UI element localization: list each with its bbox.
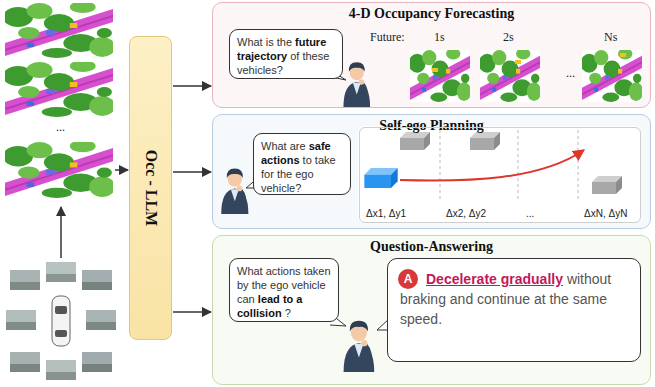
future-occupancy: [581, 48, 643, 102]
answer-text: Decelerate gradually: [426, 271, 563, 287]
camera-views: [10, 364, 40, 372]
task-panel: Question-AnsweringWhat actions taken by …: [212, 235, 651, 385]
person-icons: [344, 321, 375, 372]
connector-arrow: [173, 85, 211, 87]
panel-fills: [213, 3, 651, 108]
person-icons: [343, 62, 370, 107]
task-panel: 4-D Occupancy ForecastingWhat is thefutu…: [212, 2, 651, 108]
future-occupancy: [515, 60, 521, 64]
planning-scene: [592, 176, 622, 194]
figure-label: Ns: [604, 30, 617, 45]
figure-label: ...: [566, 66, 575, 81]
camera-views: [6, 322, 36, 330]
answer-body: Decelerate graduallywithout braking and …: [400, 269, 628, 329]
camera-views: [46, 274, 76, 282]
occupancy-inputs: [3, 1, 115, 58]
planning-scene: [400, 132, 430, 150]
camera-views: [46, 360, 76, 380]
question-text: What is the: [237, 36, 292, 48]
step-offset: Δx1, Δy1: [366, 208, 406, 219]
camera-views: [82, 352, 112, 372]
camera-views: [86, 322, 116, 330]
planning-scene: [364, 168, 397, 188]
input-arrows: [60, 207, 62, 258]
question-bubble: What is thefuture trajectoryof these veh…: [229, 29, 343, 79]
planning-scene: [518, 130, 519, 200]
camera-views: [82, 282, 112, 290]
camera-views: [46, 262, 76, 282]
camera-views: [82, 364, 112, 372]
connector-arrow: [173, 311, 211, 313]
future-occupancy: [409, 48, 643, 102]
panel-title: Question-Answering: [213, 239, 650, 255]
panel-title: 4-D Occupancy Forecasting: [213, 6, 650, 22]
panel-fills: [213, 236, 651, 385]
future-occupancy: [620, 53, 626, 57]
planning-scene: [470, 132, 500, 150]
question-text: What are: [261, 140, 306, 152]
figure-label: 2s: [503, 30, 514, 45]
person-icons: [221, 168, 248, 214]
planning-scene: [578, 130, 579, 200]
occupancy-inputs: [3, 60, 115, 117]
planning-scene: [364, 130, 622, 200]
input-arrows: [115, 169, 128, 171]
future-occupancy: [479, 48, 541, 102]
input-arrows: [61, 170, 128, 258]
occupancy-inputs: [3, 140, 115, 198]
occupancy-inputs: [3, 1, 115, 198]
task-panel: Self-ego PlanningWhat aresafe actionsto …: [212, 114, 651, 229]
camera-views: [46, 372, 76, 380]
planning-scene: [440, 130, 578, 200]
camera-views: [86, 310, 116, 330]
figure-label: ...: [56, 120, 65, 135]
planning-scene: [400, 150, 584, 181]
question-bubble: What aresafe actionsto take for the ego …: [253, 133, 351, 195]
camera-views: [52, 296, 70, 346]
question-text: ?: [285, 307, 291, 319]
camera-views: [6, 310, 36, 330]
answer-bubble: Decelerate graduallywithout braking and …: [387, 258, 641, 362]
planning-scene: [440, 130, 441, 200]
panel-fills: [358, 126, 640, 222]
camera-views: [6, 262, 116, 380]
figure-label: 1s: [434, 30, 445, 45]
trajectory-box: Δx1, Δy1 Δx2, Δy2... ΔxN, ΔyN: [359, 127, 641, 223]
step-offset: ΔxN, ΔyN: [584, 208, 627, 219]
answer-badge: A: [398, 269, 418, 289]
person-icons: [221, 62, 374, 372]
future-occupancy: [432, 68, 438, 72]
model-box: Occ - LLM: [129, 36, 172, 340]
question-bubble: What actions taken by the ego vehicle ca…: [229, 258, 339, 322]
model-name: Occ - LLM: [142, 150, 160, 226]
camera-views: [55, 330, 67, 337]
badge-letter: A: [404, 272, 413, 286]
camera-views: [10, 270, 40, 290]
camera-views: [82, 270, 112, 290]
panel-title: Self-ego Planning: [213, 118, 650, 134]
camera-views: [10, 282, 40, 290]
camera-views: [55, 306, 67, 314]
step-offset: ...: [526, 208, 534, 219]
future-occupancy: [409, 48, 471, 102]
step-offset: Δx2, Δy2: [446, 208, 486, 219]
panel-fills: [213, 115, 651, 229]
panel-fills: [213, 3, 651, 385]
connector-arrow: [173, 171, 211, 173]
figure-label: Future:: [370, 30, 405, 45]
camera-views: [10, 352, 40, 372]
